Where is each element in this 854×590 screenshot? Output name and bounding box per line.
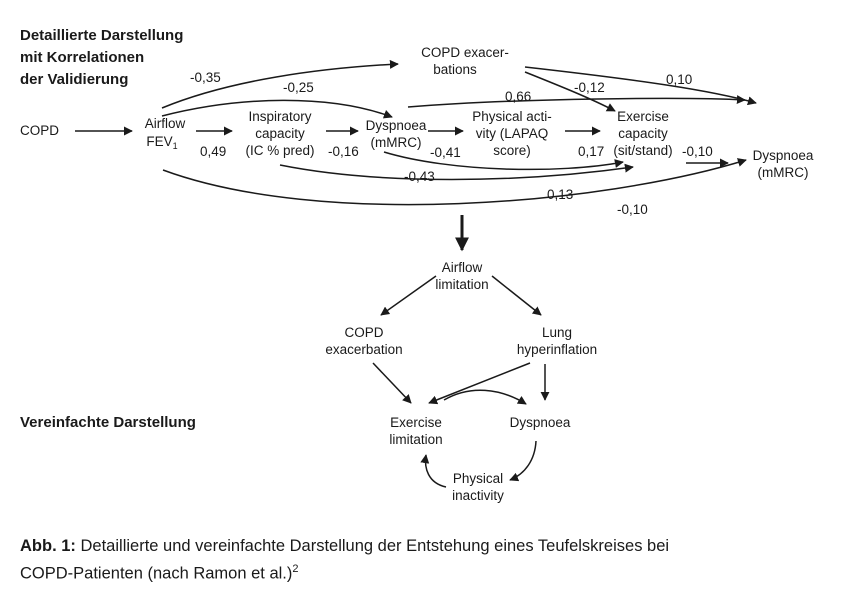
arrow-airflow-dyspnoea [161, 99, 393, 119]
node-airflow-fev: FEV [146, 134, 172, 149]
node-airflow-line1: Airflow [145, 116, 186, 131]
node-inspiratory-line2: capacity [255, 126, 305, 141]
node-physical-line3: score) [493, 143, 531, 158]
caption-label: Abb. 1: [20, 537, 76, 555]
node-airflow-line2: FEV1 [146, 134, 177, 151]
arrow-physical-exercise [420, 454, 447, 488]
simple-node-airflow-line1: Airflow [442, 260, 483, 275]
arrow-dyspnoea-dyspnoea2 [407, 95, 746, 108]
arrow-airflow-dyspnoea2 [162, 158, 747, 206]
heading-detailed-line1: Detaillierte Darstellung [20, 27, 183, 44]
simple-node-physical-line2: inactivity [452, 488, 504, 503]
coef-exercise-dyspnoea2: -0,10 [682, 144, 713, 159]
arrow-airflow-copd-exac [380, 275, 437, 316]
node-exercise-line3: (sit/stand) [613, 143, 672, 158]
heading-detailed-line2: mit Korrelationen [20, 49, 144, 66]
coef-airflow-dyspnoea2-lower: -0,10 [617, 202, 648, 217]
simple-node-physical-line1: Physical [453, 471, 503, 486]
arrow-exercise-dyspnoea [443, 389, 527, 405]
simple-node-exercise-line1: Exercise [390, 415, 442, 430]
heading-simplified: Vereinfachte Darstellung [20, 414, 196, 431]
coef-airflow-exacerbations: -0,35 [190, 70, 221, 85]
simple-node-dyspnoea: Dyspnoea [510, 415, 571, 430]
node-physical-line2: vity (LAPAQ [476, 126, 549, 141]
arrow-exacerbations-exercise [524, 71, 616, 112]
node-copd: COPD [20, 123, 59, 138]
arrow-copd-exac-exercise [372, 362, 412, 404]
coef-dyspnoea-physical: -0,41 [430, 145, 461, 160]
coef-inspiratory-dyspnoea: -0,16 [328, 144, 359, 159]
arrow-lung-exercise [428, 362, 531, 405]
coef-physical-exercise: 0,17 [578, 144, 604, 159]
node-physical-line1: Physical acti- [472, 109, 552, 124]
arrow-inspiratory-exercise [279, 163, 634, 181]
simple-node-airflow-line2: limitation [435, 277, 488, 292]
figure-caption: Abb. 1: Detaillierte und vereinfachte Da… [20, 535, 840, 586]
coef-inspiratory-exercise: -0,43 [404, 169, 435, 184]
arrow-airflow-lung [491, 275, 542, 316]
coef-airflow-inspiratory: 0,49 [200, 144, 226, 159]
arrow-dyspnoea-physical [509, 440, 537, 482]
node-dyspnoea-line1: Dyspnoea [366, 118, 427, 133]
node-inspiratory-line3: (IC % pred) [245, 143, 314, 158]
node-copd-exacerbations-line2: bations [433, 62, 477, 77]
node-exercise-line2: capacity [618, 126, 668, 141]
coef-exacerbations-dyspnoea2: 0,10 [666, 72, 692, 87]
heading-detailed-line3: der Validierung [20, 71, 128, 88]
caption-superscript: 2 [292, 563, 299, 575]
simple-node-copd-exac-line2: exacerbation [325, 342, 402, 357]
arrow-airflow-exacerbations [161, 59, 399, 109]
coef-dyspnoea-dyspnoea2: -0,12 [574, 80, 605, 95]
arrow-exacerbations-dyspnoea2 [524, 66, 757, 106]
coef-airflow-dyspnoea: -0,25 [283, 80, 314, 95]
simple-node-lung-line1: Lung [542, 325, 572, 340]
simple-node-lung-line2: hyperinflation [517, 342, 597, 357]
simple-node-copd-exac-line1: COPD [344, 325, 383, 340]
node-dyspnoea2-line2: (mMRC) [758, 165, 809, 180]
node-exercise-line1: Exercise [617, 109, 669, 124]
node-dyspnoea-line2: (mMRC) [371, 135, 422, 150]
coef-airflow-dyspnoea2: 0,13 [547, 187, 573, 202]
arrow-dyspnoea-exercise [383, 151, 624, 171]
node-dyspnoea2-line1: Dyspnoea [753, 148, 814, 163]
node-copd-exacerbations-line1: COPD exacer- [421, 45, 509, 60]
caption-text: Detaillierte und vereinfachte Darstellun… [75, 537, 670, 555]
node-inspiratory-line1: Inspiratory [248, 109, 311, 124]
coef-exacerbations-exercise: 0,66 [505, 89, 531, 104]
caption-text-line2: COPD-Patienten (nach Ramon et al.) [20, 564, 293, 583]
simple-node-exercise-line2: limitation [389, 432, 442, 447]
node-airflow-sub: 1 [173, 141, 178, 151]
